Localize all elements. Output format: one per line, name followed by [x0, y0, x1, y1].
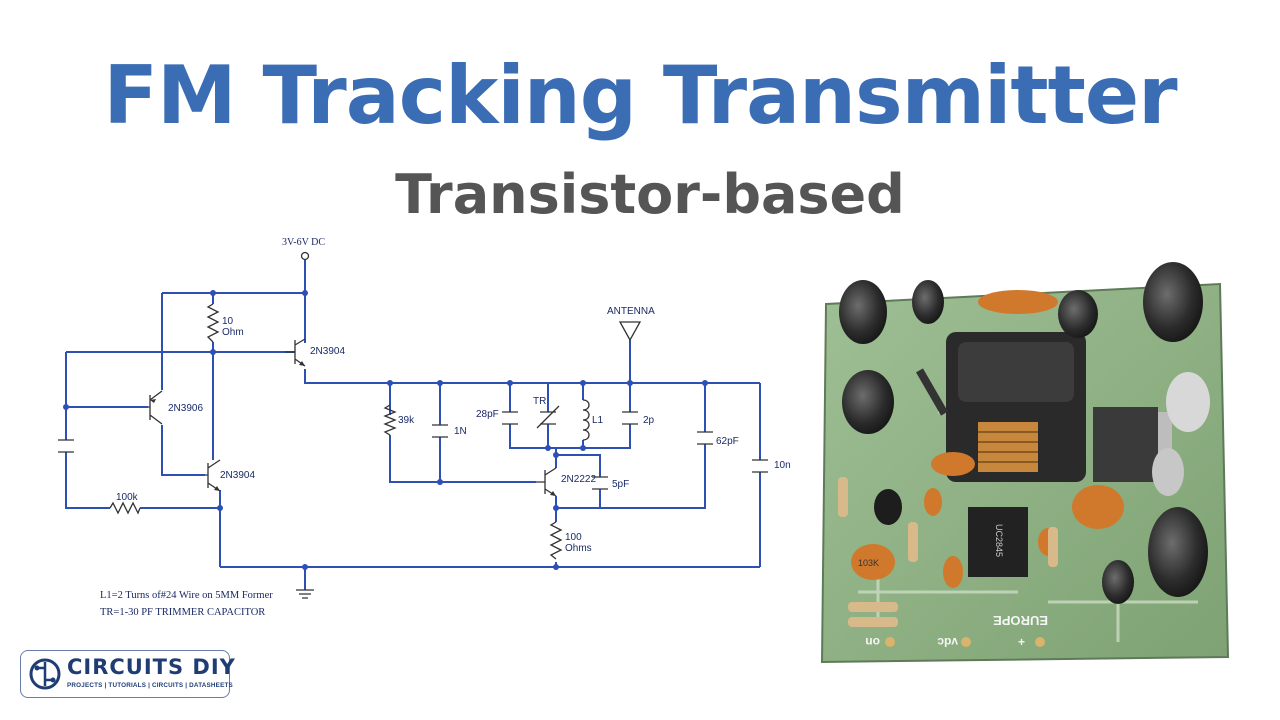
- electrolytic-capacitor: [839, 280, 887, 344]
- antenna-symbol: ANTENNA: [607, 306, 655, 342]
- resistor-r3: 39k: [383, 404, 415, 436]
- svg-text:EUROPE: EUROPE: [993, 613, 1048, 628]
- svg-text:1N: 1N: [454, 426, 467, 437]
- resistor-r1: 10 Ohm: [206, 303, 244, 343]
- page-title: FM Tracking Transmitter: [103, 49, 1177, 142]
- svg-text:62pF: 62pF: [716, 436, 739, 447]
- ceramic-capacitor: [851, 544, 895, 580]
- svg-text:2p: 2p: [643, 415, 655, 426]
- svg-text:10: 10: [222, 316, 234, 327]
- resistor-r4: 100 Ohms: [549, 521, 592, 560]
- note-trimmer: TR=1-30 PF TRIMMER CAPACITOR: [100, 607, 265, 618]
- svg-text:on: on: [865, 635, 880, 649]
- note-inductor: L1=2 Turns of#24 Wire on 5MM Former: [100, 590, 273, 601]
- capacitor-input: [58, 439, 74, 453]
- capacitor-c2: 28pF: [476, 409, 518, 425]
- trimmer-capacitor: TR: [533, 396, 560, 429]
- ic-marking: UC2845: [994, 524, 1004, 557]
- ground-symbol: [296, 589, 314, 599]
- circuit-logo-icon: [29, 658, 61, 690]
- capacitor-c3: 2p: [622, 411, 655, 426]
- logo-tagline: PROJECTS | TUTORIALS | CIRCUITS | DATASH…: [67, 682, 233, 689]
- pcb-photo: 103K UC2845 EUROPE + vdc on: [820, 262, 1230, 664]
- svg-text:+: +: [1018, 635, 1025, 649]
- svg-text:100: 100: [565, 532, 582, 543]
- regulator: [1093, 407, 1158, 482]
- ic-chip: [968, 507, 1028, 577]
- svg-text:100k: 100k: [116, 492, 139, 503]
- capacitor-c4: 5pF: [592, 476, 629, 490]
- svg-text:TR: TR: [533, 396, 546, 407]
- svg-text:vdc: vdc: [937, 635, 958, 649]
- transistor-q1: 2N3904: [285, 338, 345, 367]
- svg-text:L1: L1: [592, 415, 604, 426]
- brand-logo[interactable]: CIRCUITS DIY PROJECTS | TUTORIALS | CIRC…: [20, 650, 235, 698]
- inductor-l1: L1: [582, 399, 604, 441]
- supply-label: 3V-6V DC: [282, 237, 325, 248]
- logo-name: CIRCUITS DIY: [67, 655, 236, 679]
- svg-text:2N3904: 2N3904: [310, 346, 345, 357]
- supply-terminal: 3V-6V DC: [282, 237, 325, 261]
- svg-text:39k: 39k: [398, 415, 415, 426]
- svg-text:Ohms: Ohms: [565, 543, 592, 554]
- transistor-q4: 2N2222: [536, 467, 596, 497]
- capacitor-c1: 1N: [432, 424, 467, 438]
- svg-text:2N3904: 2N3904: [220, 470, 255, 481]
- wires: [65, 260, 761, 590]
- svg-text:10n: 10n: [774, 460, 791, 471]
- circuit-schematic: 3V-6V DC 10 Ohm 100k 39k 100 Ohms 1N 28p…: [58, 237, 791, 618]
- svg-text:2N2222: 2N2222: [561, 474, 596, 485]
- cap-marking: 103K: [858, 558, 879, 568]
- capacitor-c5: 62pF: [697, 431, 739, 447]
- svg-text:ANTENNA: ANTENNA: [607, 306, 655, 317]
- transistor-q2: 2N3906: [148, 390, 203, 425]
- resistor-r2: 100k: [109, 492, 141, 515]
- svg-text:2N3906: 2N3906: [168, 403, 203, 414]
- capacitor-c6: 10n: [752, 459, 791, 473]
- junctions: [63, 290, 708, 570]
- svg-text:5pF: 5pF: [612, 479, 629, 490]
- transistor-q3: 2N3904: [205, 459, 255, 492]
- svg-text:Ohm: Ohm: [222, 327, 244, 338]
- page-subtitle: Transistor-based: [395, 163, 905, 226]
- svg-text:28pF: 28pF: [476, 409, 499, 420]
